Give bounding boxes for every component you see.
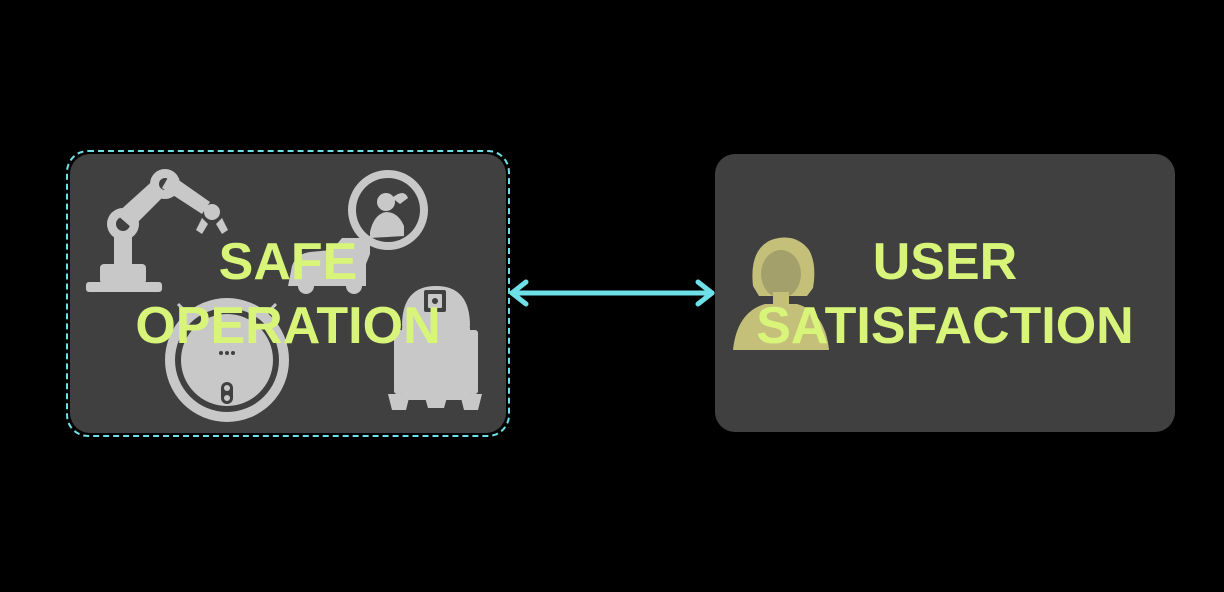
bidirectional-arrow[interactable] xyxy=(506,276,718,310)
woman-user-icon xyxy=(733,237,829,350)
user-satisfaction-label-line2: SATISFACTION xyxy=(756,297,1134,355)
safe-operation-label-line2: OPERATION xyxy=(135,297,441,355)
droid-robot-icon xyxy=(388,286,482,410)
user-satisfaction-label: USER SATISFACTION xyxy=(715,230,1175,358)
car-with-driver-icon xyxy=(288,170,428,294)
arrowhead-right-icon xyxy=(695,279,715,307)
safe-operation-node[interactable] xyxy=(70,154,506,433)
user-satisfaction-node[interactable] xyxy=(715,154,1175,432)
safe-operation-icons xyxy=(86,169,482,422)
arrowhead-left-icon xyxy=(509,279,529,307)
user-satisfaction-icons xyxy=(733,237,829,350)
robot-arm-icon xyxy=(86,169,228,292)
robot-vacuum-icon xyxy=(165,298,289,422)
safe-operation-label-line1: SAFE xyxy=(218,233,358,291)
user-satisfaction-label-line1: USER xyxy=(872,233,1018,291)
safe-operation-label: SAFE OPERATION xyxy=(80,230,496,358)
